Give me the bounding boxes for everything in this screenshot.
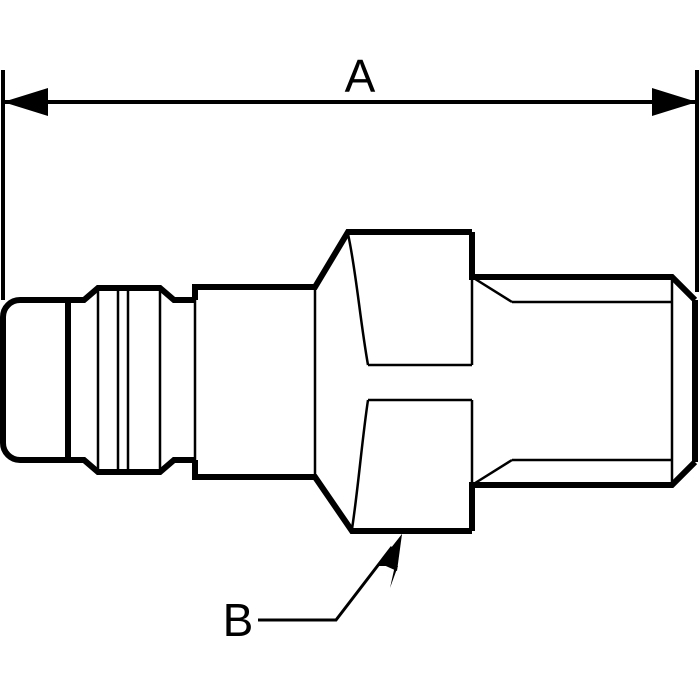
shank-lower-outline (192, 460, 472, 534)
callout-b-group: B (223, 534, 402, 646)
callout-b-leader-line (258, 546, 394, 622)
hex-chamfer-arc-upper (346, 233, 370, 366)
collar-upper-outline (68, 285, 195, 303)
hex-right-upper-outline (469, 232, 698, 303)
dimension-label-a: A (345, 50, 376, 102)
interior-detail-lines (96, 233, 674, 530)
callout-label-b: B (223, 594, 254, 646)
collar-lower-outline (68, 457, 195, 475)
part-outline-group (0, 229, 698, 534)
shank-upper-outline (192, 229, 472, 300)
callout-b-arrowhead-fill (379, 534, 402, 571)
thread-start-chamfer-upper (471, 275, 513, 304)
dimension-a-group: A (1, 50, 699, 300)
thread-start-chamfer-lower (471, 458, 513, 487)
arrowhead-left (3, 88, 48, 116)
hex-chamfer-arc-lower (350, 399, 370, 530)
hex-right-lower-outline (469, 459, 698, 531)
plug-tip-outline (0, 297, 71, 463)
arrowhead-right (652, 88, 697, 116)
